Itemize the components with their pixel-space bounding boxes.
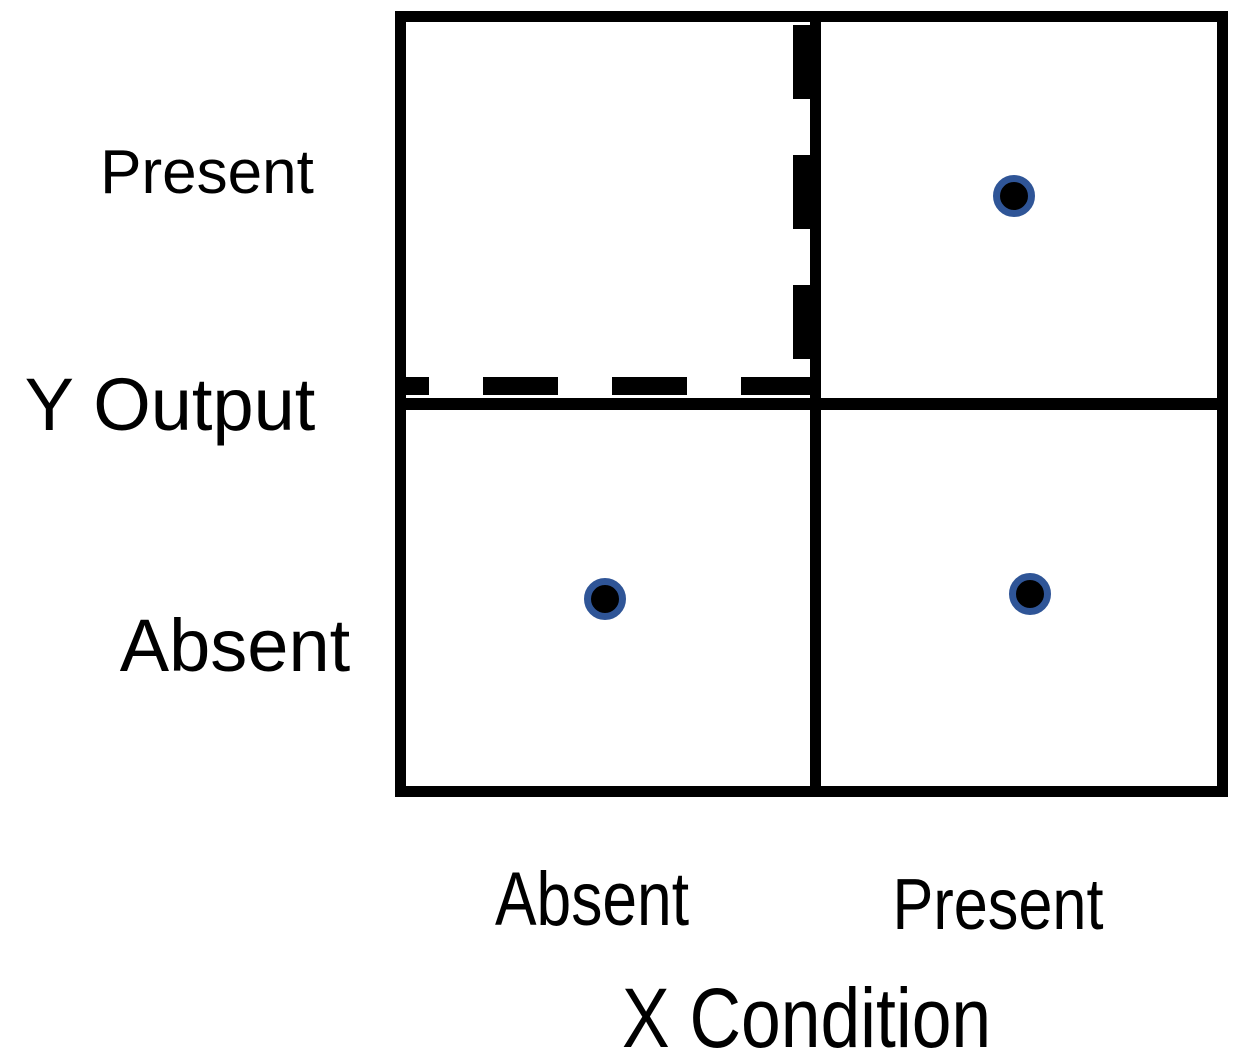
grid-center-horizontal-line xyxy=(406,398,1217,410)
y-axis-row-label-absent: Absent xyxy=(119,604,351,687)
x-axis-title: X Condition xyxy=(622,971,992,1056)
dot-y-present-x-present xyxy=(993,175,1035,217)
matrix-grid xyxy=(395,11,1228,797)
x-axis-col-label-present: Present xyxy=(892,865,1104,945)
dot-y-absent-x-present xyxy=(1009,573,1051,615)
y-axis-row-label-present: Present xyxy=(100,138,314,207)
dot-y-absent-x-absent xyxy=(584,578,626,620)
x-axis-col-label-absent: Absent xyxy=(494,857,690,942)
y-axis-title: Y Output xyxy=(24,363,316,446)
dashed-highlight-border xyxy=(406,25,810,395)
